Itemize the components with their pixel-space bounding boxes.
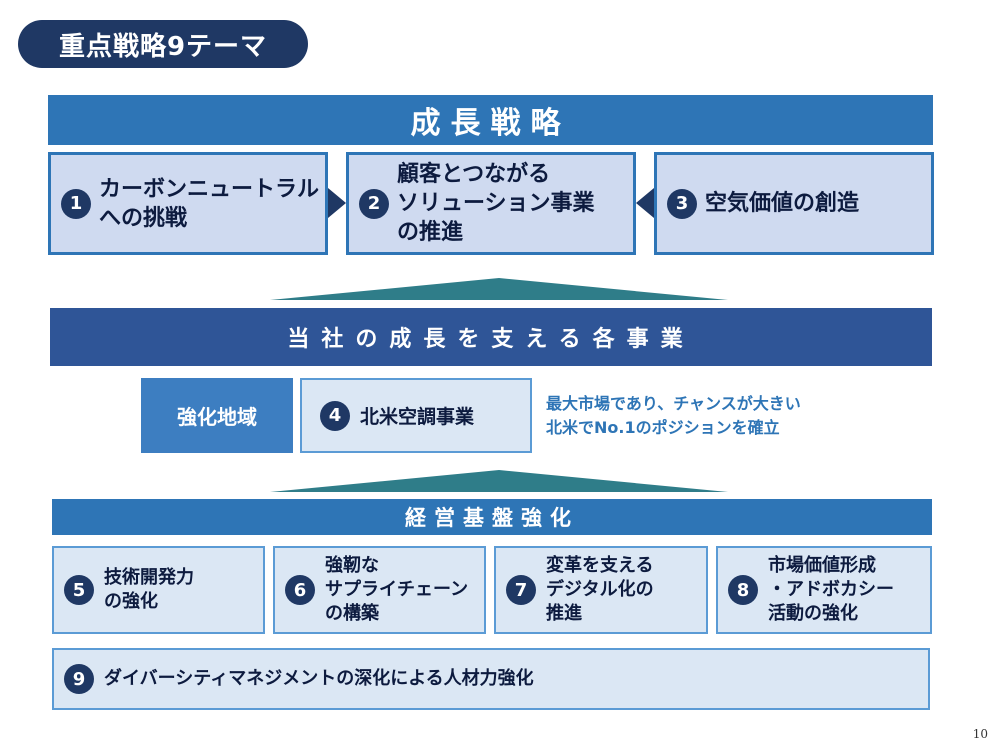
page-number: 10 [972,727,988,741]
theme-7-box: 7 変革を支える デジタル化の 推進 [494,546,708,634]
theme-7-label: 変革を支える デジタル化の 推進 [546,555,654,624]
theme-8-label: 市場価値形成 ・アドボカシー 活動の強化 [768,555,894,624]
arrow-right-icon [328,188,346,218]
theme-number-badge: 6 [285,575,315,605]
theme-4-box: 4 北米空調事業 [300,378,532,453]
theme-5-label: 技術開発力 の強化 [104,567,194,612]
up-arrow-shape [270,278,728,300]
theme-1-box: 1 カーボンニュートラル への挑戦 [48,152,328,255]
theme-number-badge: 2 [359,188,389,219]
theme-9-box: 9 ダイバーシティマネジメントの深化による人材力強化 [52,648,930,710]
theme-5-box: 5 技術開発力 の強化 [52,546,265,634]
business-support-header: 当社の成長を支える各事業 [50,308,932,366]
theme-3-label: 空気価値の創造 [705,191,860,216]
theme-number-badge: 1 [61,188,91,219]
theme-number-badge: 8 [728,575,758,605]
up-arrow-shape [270,470,728,492]
theme-number-badge: 4 [320,400,350,431]
theme-2-box: 2 顧客とつながる ソリューション事業 の推進 [346,152,636,255]
focus-region-label: 強化地域 [141,378,293,453]
region-note: 最大市場であり、チャンスが大きい 北米でNo.1のポジションを確立 [546,394,801,437]
growth-strategy-header: 成長戦略 [48,95,933,145]
theme-9-label: ダイバーシティマネジメントの深化による人材力強化 [104,668,534,689]
theme-number-badge: 9 [64,664,94,694]
management-foundation-header: 経営基盤強化 [52,499,932,535]
theme-2-label: 顧客とつながる ソリューション事業 の推進 [397,162,595,245]
theme-6-label: 強靭な サプライチェーン の構築 [325,555,469,624]
theme-number-badge: 3 [667,188,697,219]
arrow-left-icon [636,188,654,218]
theme-1-label: カーボンニュートラル への挑戦 [99,176,320,231]
theme-3-box: 3 空気価値の創造 [654,152,934,255]
page-title: 重点戦略9テーマ [18,20,308,68]
theme-4-label: 北米空調事業 [360,406,475,428]
theme-8-box: 8 市場価値形成 ・アドボカシー 活動の強化 [716,546,932,634]
theme-number-badge: 5 [64,575,94,605]
theme-6-box: 6 強靭な サプライチェーン の構築 [273,546,486,634]
theme-number-badge: 7 [506,575,536,605]
